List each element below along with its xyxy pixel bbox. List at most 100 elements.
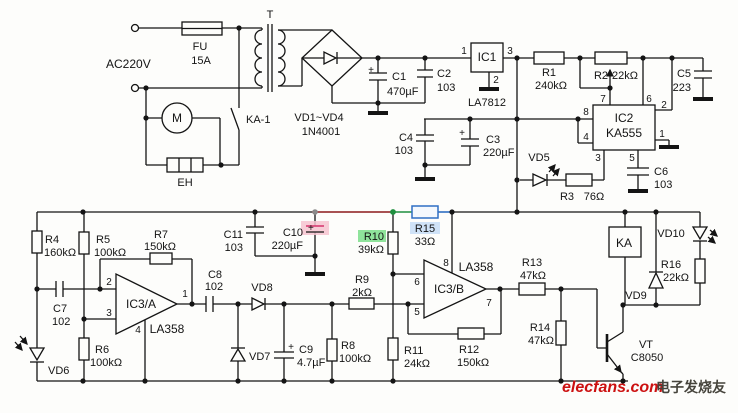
polarity-plus-c9: + bbox=[288, 342, 294, 353]
junction-green bbox=[390, 209, 396, 215]
label-r14: R14 bbox=[530, 322, 550, 334]
label-r3: R3 bbox=[560, 191, 574, 203]
resistor-R6 bbox=[78, 337, 90, 361]
pin-ic3a-1: 1 bbox=[182, 289, 188, 300]
label-c3-val: 220µF bbox=[483, 147, 515, 159]
ac-terminal-live bbox=[130, 23, 140, 33]
resistor-R11 bbox=[387, 337, 399, 361]
resistor-R3 bbox=[565, 173, 593, 187]
label-c11: C11 bbox=[224, 229, 243, 241]
label-r13: R13 bbox=[522, 257, 542, 269]
pin-ic2-6: 6 bbox=[646, 94, 652, 105]
pin-ic1-2: 2 bbox=[493, 75, 499, 86]
label-c6-val: 103 bbox=[654, 179, 672, 191]
label-r7-val: 150kΩ bbox=[144, 241, 176, 253]
label-r15: R15 bbox=[415, 223, 435, 235]
pin-ic2-1: 1 bbox=[659, 129, 665, 140]
label-c2-val: 103 bbox=[437, 82, 455, 94]
resistor-R10 bbox=[387, 231, 399, 255]
photodiode-VD6 bbox=[14, 335, 46, 363]
ground-symbol-c10 bbox=[305, 272, 325, 276]
label-c3: C3 bbox=[486, 134, 500, 146]
bridge-rectifier bbox=[301, 29, 363, 87]
pin-ic3b-6: 6 bbox=[414, 277, 420, 288]
label-c10-val: 220µF bbox=[272, 240, 304, 252]
label-r13-val: 47kΩ bbox=[520, 270, 546, 282]
pin-ic3b-7: 7 bbox=[486, 298, 492, 309]
resistor-R4 bbox=[31, 230, 43, 254]
junction-dots bbox=[34, 25, 675, 384]
label-ac-input: AC220V bbox=[106, 57, 151, 71]
label-c2: C2 bbox=[437, 68, 451, 80]
resistor-R12 bbox=[457, 327, 485, 340]
junction-gray bbox=[312, 209, 318, 215]
label-r2: R2 bbox=[594, 70, 608, 82]
pin-ic2-5: 5 bbox=[629, 153, 635, 164]
label-r12: R12 bbox=[459, 344, 479, 356]
pin-ic3a-4: 4 bbox=[135, 325, 141, 336]
label-transformer: T bbox=[267, 9, 274, 21]
heater-EH bbox=[166, 157, 204, 173]
pin-ic1-3: 3 bbox=[507, 46, 513, 57]
motor-M bbox=[161, 102, 193, 134]
potentiometer-R2 bbox=[594, 51, 628, 88]
label-c5: C5 bbox=[677, 68, 691, 80]
label-r7: R7 bbox=[154, 229, 168, 241]
label-vd6: VD6 bbox=[48, 365, 69, 377]
resistor-R15-highlighted bbox=[411, 205, 439, 219]
label-vd7: VD7 bbox=[249, 351, 270, 363]
label-c1-val: 470µF bbox=[387, 86, 419, 98]
transformer-T bbox=[254, 24, 332, 92]
mains-wires bbox=[139, 27, 263, 166]
labels: AC220V FU 15A T KA-1 M EH VD1~VD4 1N4001… bbox=[44, 9, 726, 396]
label-c9-val: 4.7µF bbox=[297, 357, 326, 369]
label-vd10: VD10 bbox=[657, 228, 685, 240]
capacitor-C9 bbox=[274, 351, 294, 359]
label-r3-val: 76Ω bbox=[584, 191, 604, 203]
watermark-site-cn: 电子发烧友 bbox=[656, 379, 726, 395]
label-r10-val: 39kΩ bbox=[358, 244, 384, 256]
label-r1: R1 bbox=[542, 67, 556, 79]
pin-ic3a-3: 3 bbox=[106, 308, 112, 319]
capacitor-C6 bbox=[627, 167, 649, 176]
capacitor-C11 bbox=[246, 226, 264, 234]
label-heater: EH bbox=[177, 177, 192, 189]
label-r16: R16 bbox=[661, 259, 681, 271]
fuse-FU bbox=[181, 21, 223, 36]
label-r2-val: 22kΩ bbox=[612, 70, 638, 82]
label-ic2: IC2 bbox=[615, 111, 634, 125]
polarity-plus-c1: + bbox=[368, 65, 374, 76]
timer-IC2 bbox=[592, 104, 656, 151]
pin-ic2-4: 4 bbox=[583, 132, 589, 143]
pin-ic3b-5: 5 bbox=[414, 307, 420, 318]
resistor-R5 bbox=[78, 231, 90, 255]
label-vd9: VD9 bbox=[625, 290, 646, 302]
label-c6: C6 bbox=[654, 166, 668, 178]
label-r11: R11 bbox=[404, 345, 423, 357]
watermark-brand: elecfans.com bbox=[562, 379, 663, 396]
label-r6-val: 100kΩ bbox=[90, 357, 122, 369]
capacitor-C4 bbox=[416, 134, 434, 142]
label-r5-val: 100kΩ bbox=[94, 247, 126, 259]
label-vd8: VD8 bbox=[251, 282, 272, 294]
ground-symbols-top bbox=[368, 87, 713, 193]
pin-ic3b-8: 8 bbox=[443, 258, 449, 269]
diode-VD9 bbox=[647, 271, 665, 289]
resistor-R13 bbox=[518, 282, 546, 296]
label-c9: C9 bbox=[299, 344, 313, 356]
label-r5: R5 bbox=[96, 234, 110, 246]
label-c8-val: 102 bbox=[205, 281, 223, 293]
pin-ic2-7: 7 bbox=[600, 94, 606, 105]
label-vt-val: C8050 bbox=[631, 352, 663, 364]
label-r14-val: 47kΩ bbox=[528, 335, 554, 347]
label-ic3b-part: LA358 bbox=[459, 260, 494, 274]
label-ic1: IC1 bbox=[478, 50, 497, 64]
ac-terminal-neutral bbox=[130, 83, 140, 93]
label-c7-val: 102 bbox=[52, 316, 70, 328]
opamp-IC3B bbox=[423, 258, 488, 320]
label-c11-val: 103 bbox=[225, 242, 243, 254]
label-r4: R4 bbox=[45, 234, 59, 246]
label-ic1-part: LA7812 bbox=[468, 97, 506, 109]
